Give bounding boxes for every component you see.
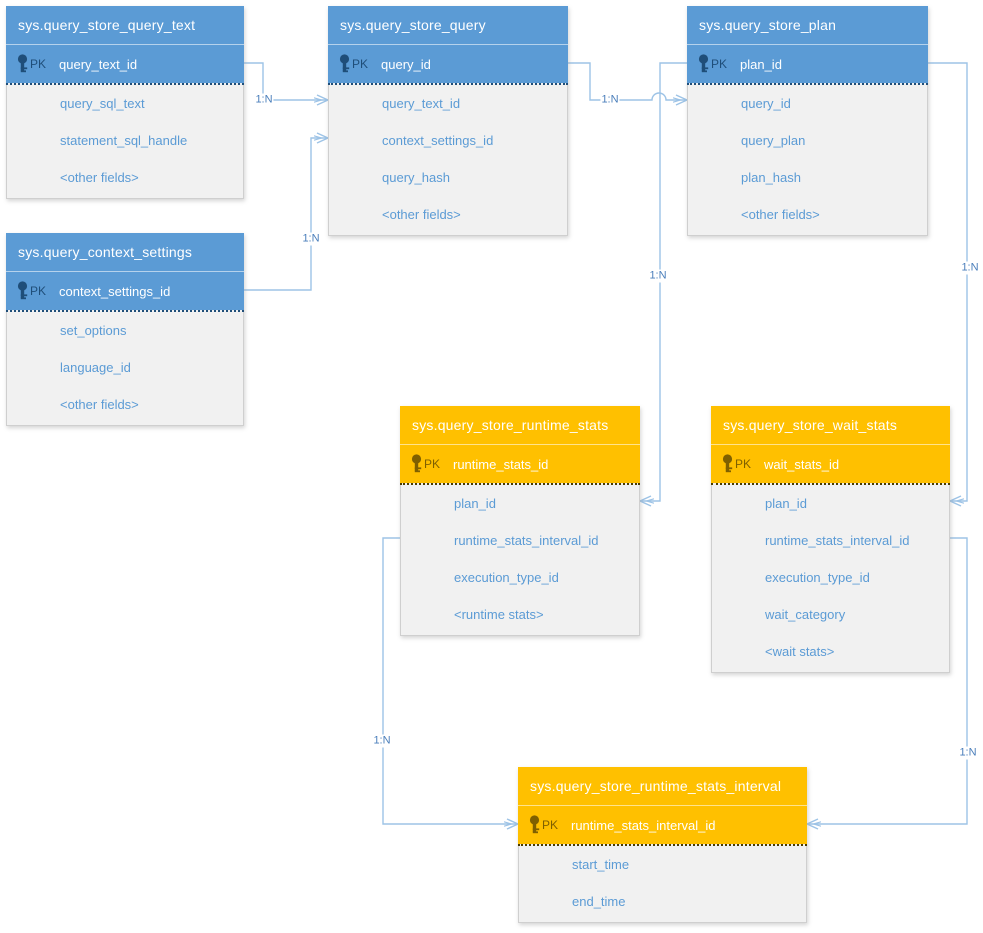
entity-table-query-context-settings[interactable]: sys.query_context_settings PK context_se… (6, 233, 244, 426)
table-title[interactable]: sys.query_store_query_text (6, 6, 244, 44)
field-row[interactable]: runtime_stats_interval_id (765, 533, 910, 548)
field-list: query_text_id context_settings_id query_… (329, 85, 567, 235)
pk-field-name: query_id (381, 56, 431, 72)
pk-separator (6, 310, 244, 312)
cardinality-label: 1:N (648, 269, 668, 283)
pk-field-name: runtime_stats_id (453, 456, 549, 472)
pk-label: PK (711, 57, 728, 71)
field-list: start_time end_time (519, 846, 806, 922)
primary-key-icon (529, 815, 540, 840)
pk-separator (6, 83, 244, 85)
field-row[interactable]: start_time (572, 857, 630, 872)
field-row[interactable]: context_settings_id (382, 133, 494, 148)
pk-label: PK (424, 457, 441, 471)
field-row[interactable]: query_text_id (382, 96, 461, 111)
field-list: plan_id runtime_stats_interval_id execut… (401, 485, 639, 635)
table-title[interactable]: sys.query_store_plan (687, 6, 928, 44)
cardinality-label: 1:N (958, 746, 978, 760)
connector-contextsettings-to-query[interactable] (244, 138, 328, 291)
entity-table-query-store-plan[interactable]: sys.query_store_plan PK plan_id query_id… (687, 6, 928, 236)
pk-row[interactable]: PK wait_stats_id (711, 444, 950, 483)
pk-field-name: runtime_stats_interval_id (571, 817, 716, 833)
connector-interval-to-runtimestats[interactable] (382, 537, 518, 824)
field-row[interactable]: execution_type_id (765, 570, 870, 585)
pk-label: PK (30, 284, 47, 298)
connector-querytext-to-query[interactable] (244, 62, 328, 100)
field-row[interactable]: execution_type_id (454, 570, 559, 585)
field-row[interactable]: runtime_stats_interval_id (454, 533, 599, 548)
pk-field-name: plan_id (740, 56, 782, 72)
field-row[interactable]: <other fields> (60, 170, 139, 185)
field-row[interactable]: wait_category (765, 607, 846, 622)
field-row[interactable]: query_sql_text (60, 96, 145, 111)
field-row[interactable]: <other fields> (382, 207, 461, 222)
pk-row[interactable]: PK plan_id (687, 44, 928, 83)
field-list: query_sql_text statement_sql_handle <oth… (7, 85, 243, 198)
pk-row[interactable]: PK context_settings_id (6, 271, 244, 310)
table-title[interactable]: sys.query_context_settings (6, 233, 244, 271)
field-row[interactable]: language_id (60, 360, 131, 375)
pk-separator (400, 483, 640, 485)
pk-label: PK (735, 457, 752, 471)
cardinality-label: 1:N (960, 261, 980, 275)
pk-row[interactable]: PK runtime_stats_interval_id (518, 805, 807, 844)
field-row[interactable]: <wait stats> (765, 644, 835, 659)
field-row[interactable]: plan_id (454, 496, 496, 511)
primary-key-icon (17, 281, 28, 306)
field-row[interactable]: <other fields> (741, 207, 820, 222)
field-list: plan_id runtime_stats_interval_id execut… (712, 485, 949, 672)
table-title[interactable]: sys.query_store_runtime_stats (400, 406, 640, 444)
field-list: set_options language_id <other fields> (7, 312, 243, 425)
field-row[interactable]: <other fields> (60, 397, 139, 412)
field-row[interactable]: <runtime stats> (454, 607, 544, 622)
pk-separator (687, 83, 928, 85)
pk-field-name: query_text_id (59, 56, 138, 72)
entity-table-query-store-wait-stats[interactable]: sys.query_store_wait_stats PK wait_stats… (711, 406, 950, 673)
primary-key-icon (698, 54, 709, 79)
connector-query-to-plan[interactable] (568, 62, 687, 100)
pk-separator (518, 844, 807, 846)
pk-field-name: wait_stats_id (764, 456, 840, 472)
pk-row[interactable]: PK query_text_id (6, 44, 244, 83)
connector-plan-to-waitstats[interactable] (928, 62, 968, 501)
field-row[interactable]: plan_id (765, 496, 807, 511)
pk-field-name: context_settings_id (59, 283, 171, 299)
table-title[interactable]: sys.query_store_query (328, 6, 568, 44)
primary-key-icon (411, 454, 422, 479)
field-list: query_id query_plan plan_hash <other fie… (688, 85, 927, 235)
field-row[interactable]: query_plan (741, 133, 806, 148)
pk-separator (711, 483, 950, 485)
table-title[interactable]: sys.query_store_runtime_stats_interval (518, 767, 807, 805)
field-row[interactable]: plan_hash (741, 170, 801, 185)
field-row[interactable]: end_time (572, 894, 626, 909)
entity-table-query-store-query[interactable]: sys.query_store_query PK query_id query_… (328, 6, 568, 236)
primary-key-icon (722, 454, 733, 479)
field-row[interactable]: query_id (741, 96, 791, 111)
cardinality-label: 1:N (301, 232, 321, 246)
primary-key-icon (17, 54, 28, 79)
field-row[interactable]: set_options (60, 323, 127, 338)
pk-label: PK (30, 57, 47, 71)
field-row[interactable]: statement_sql_handle (60, 133, 188, 148)
pk-separator (328, 83, 568, 85)
entity-table-query-store-query-text[interactable]: sys.query_store_query_text PK query_text… (6, 6, 244, 199)
cardinality-label: 1:N (254, 93, 274, 107)
primary-key-icon (339, 54, 350, 79)
entity-table-query-store-runtime-stats-interval[interactable]: sys.query_store_runtime_stats_interval P… (518, 767, 807, 923)
cardinality-label: 1:N (372, 734, 392, 748)
connector-interval-to-waitstats[interactable] (807, 537, 968, 824)
pk-row[interactable]: PK query_id (328, 44, 568, 83)
entity-table-query-store-runtime-stats[interactable]: sys.query_store_runtime_stats PK runtime… (400, 406, 640, 636)
pk-label: PK (542, 818, 559, 832)
cardinality-label: 1:N (600, 93, 620, 107)
pk-row[interactable]: PK runtime_stats_id (400, 444, 640, 483)
table-title[interactable]: sys.query_store_wait_stats (711, 406, 950, 444)
field-row[interactable]: query_hash (382, 170, 450, 185)
pk-label: PK (352, 57, 369, 71)
